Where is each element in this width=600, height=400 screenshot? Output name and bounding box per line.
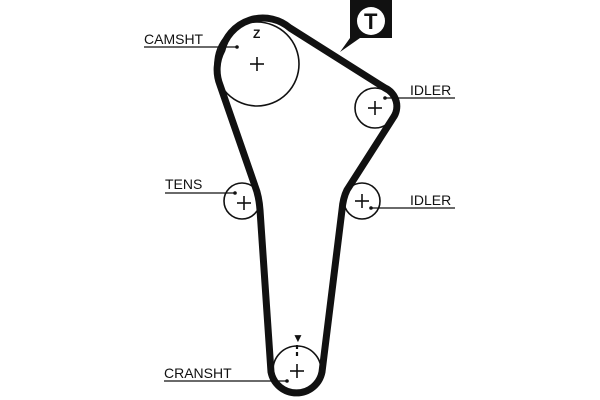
label-idler-upper: IDLER <box>383 82 455 100</box>
label-crankshaft: CRANSHT <box>164 365 289 383</box>
idler-lower-label: IDLER <box>410 192 451 208</box>
label-tensioner: TENS <box>165 176 237 195</box>
pulley-tensioner <box>223 182 261 220</box>
camshaft-timing-marker: Z <box>253 27 260 41</box>
tensioner-label: TENS <box>165 176 202 192</box>
pulley-camshaft: Z <box>214 21 300 107</box>
tensioner-callout: T <box>340 0 392 52</box>
camshaft-label: CAMSHT <box>144 31 204 47</box>
pulley-crankshaft: ▼ <box>272 331 322 395</box>
crankshaft-timing-marker: ▼ <box>292 331 304 345</box>
timing-belt <box>213 14 401 397</box>
pulley-idler-lower <box>343 182 381 220</box>
label-idler-lower: IDLER <box>369 192 455 210</box>
pulley-idler-upper <box>354 87 396 129</box>
idler-upper-label: IDLER <box>410 82 451 98</box>
label-camshaft: CAMSHT <box>144 31 239 49</box>
crankshaft-label: CRANSHT <box>164 365 232 381</box>
callout-letter-icon: T <box>364 9 378 34</box>
